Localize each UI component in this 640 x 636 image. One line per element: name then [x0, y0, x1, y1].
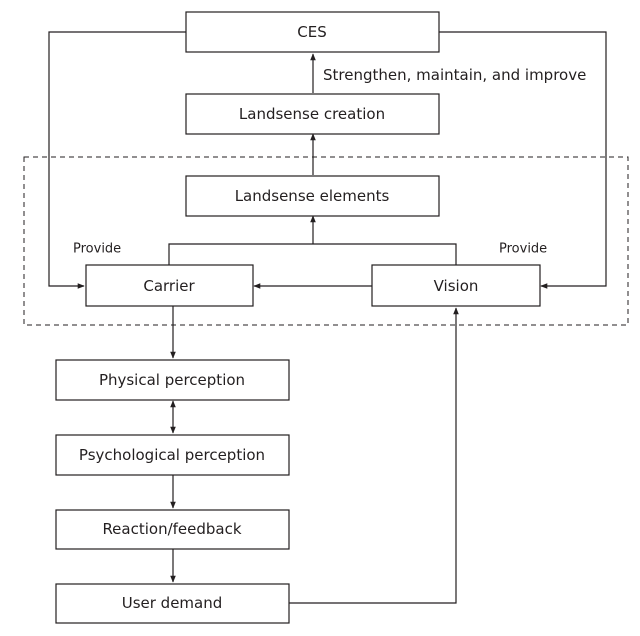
label-provide-right: Provide	[499, 242, 547, 257]
edge-demand-to-vision	[289, 307, 459, 604]
node-ces: CES	[185, 11, 440, 53]
dashed-region-boundary	[23, 156, 629, 326]
node-ces-label: CES	[297, 23, 326, 41]
node-carrier: Carrier	[85, 264, 254, 307]
node-carrier-label: Carrier	[143, 277, 195, 295]
edge-carrier-vision-junction	[168, 243, 457, 265]
node-landsense-creation: Landsense creation	[185, 93, 440, 135]
node-physical-perception: Physical perception	[55, 359, 290, 401]
node-physical-perception-label: Physical perception	[99, 371, 245, 389]
node-landsense-creation-label: Landsense creation	[239, 105, 385, 123]
edge-ces-to-vision	[439, 31, 607, 289]
label-provide-left: Provide	[73, 242, 121, 257]
label-strengthen: Strengthen, maintain, and improve	[323, 66, 586, 84]
node-reaction-feedback: Reaction/feedback	[55, 509, 290, 550]
node-psychological-perception-label: Psychological perception	[79, 446, 265, 464]
node-landsense-elements: Landsense elements	[185, 175, 440, 217]
node-reaction-feedback-label: Reaction/feedback	[102, 520, 241, 538]
node-user-demand-label: User demand	[122, 594, 223, 612]
edge-ces-to-carrier	[48, 31, 186, 289]
node-vision-label: Vision	[434, 277, 479, 295]
node-vision: Vision	[371, 264, 541, 307]
node-user-demand: User demand	[55, 583, 290, 624]
node-landsense-elements-label: Landsense elements	[235, 187, 390, 205]
node-psychological-perception: Psychological perception	[55, 434, 290, 476]
